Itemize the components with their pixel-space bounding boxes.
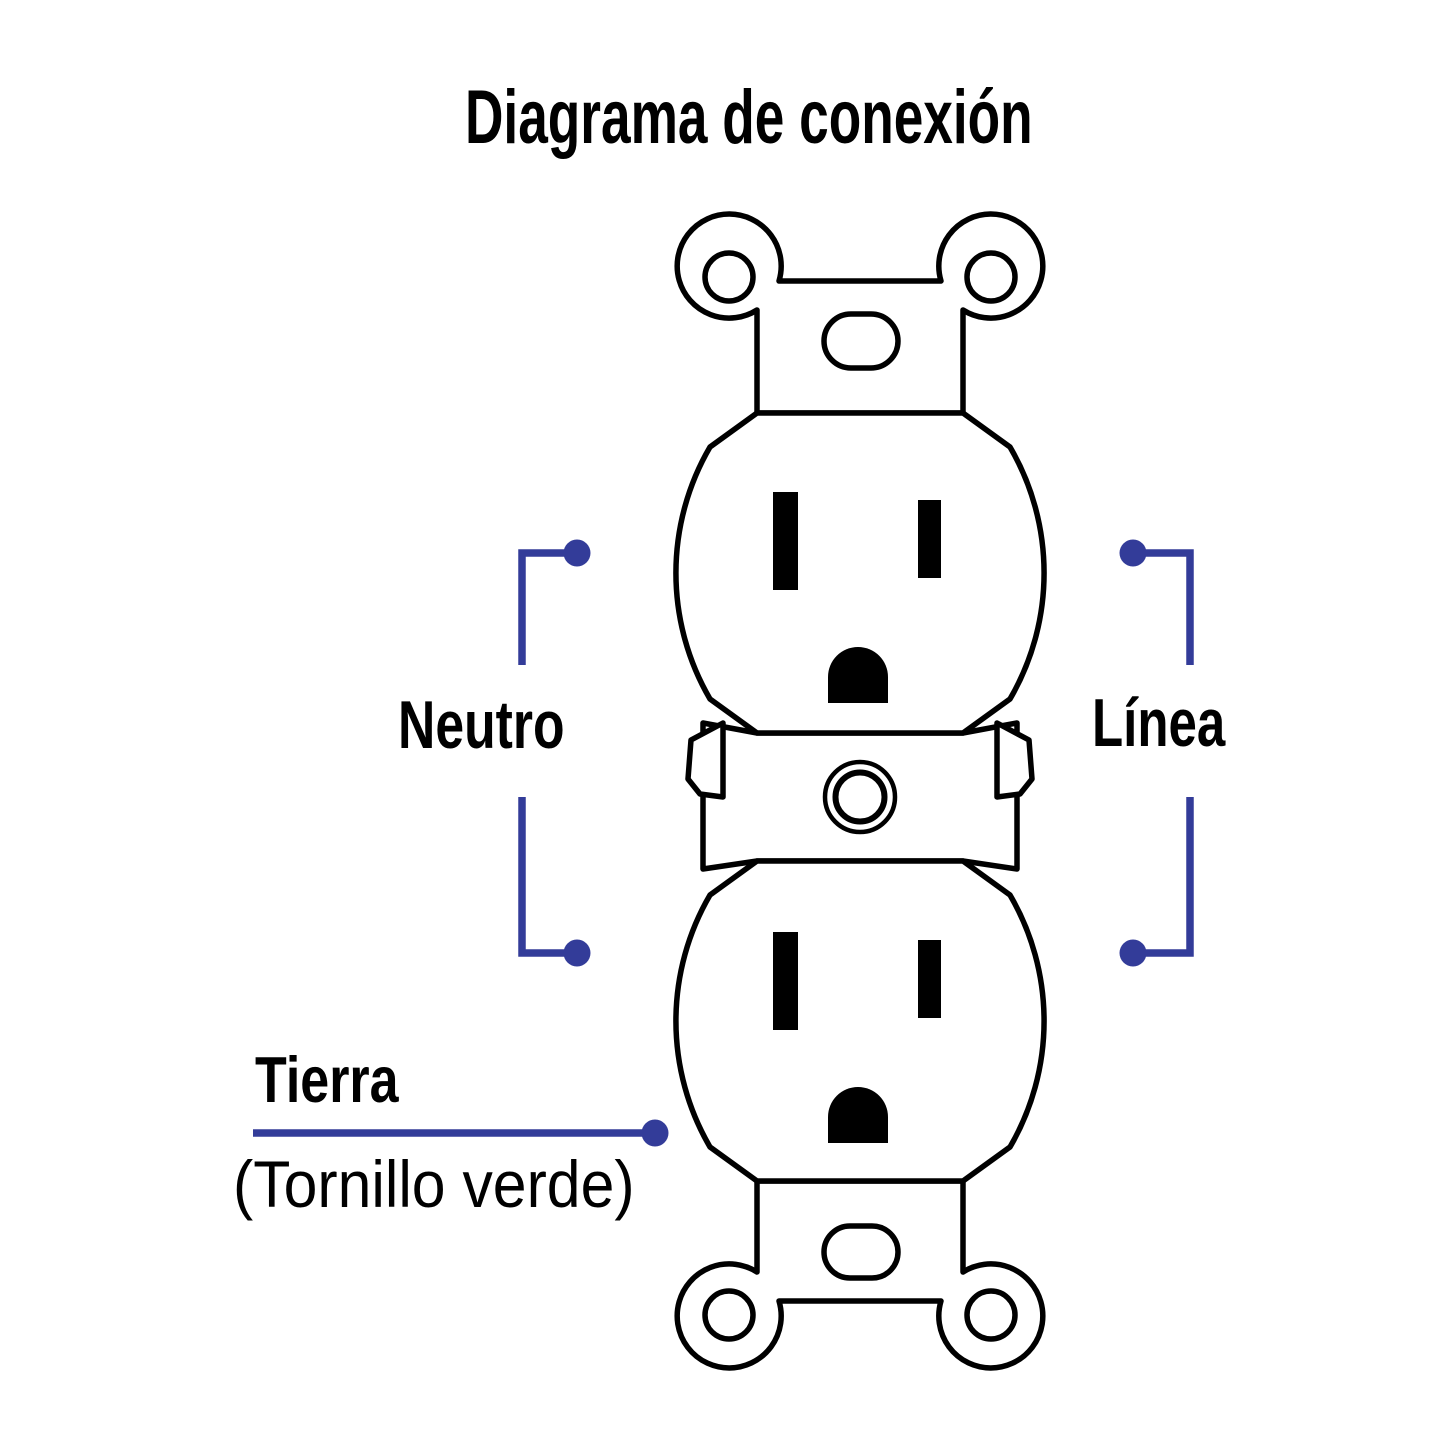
ground-note-label: (Tornillo verde) bbox=[233, 1147, 635, 1221]
page-title: Diagrama de conexión bbox=[465, 75, 1033, 160]
neutral-label: Neutro bbox=[398, 687, 565, 763]
ground-hole-top bbox=[828, 647, 888, 703]
break-off-tab-left bbox=[685, 720, 726, 800]
line-dot-bottom bbox=[1119, 939, 1147, 967]
line-slot-bottom bbox=[918, 940, 941, 1018]
neutral-slot-top bbox=[773, 492, 798, 590]
mounting-hole-bottom-left bbox=[702, 1288, 756, 1342]
break-off-tab-right bbox=[994, 720, 1035, 800]
ground-hole-bottom bbox=[828, 1087, 888, 1143]
line-bracket-line bbox=[1133, 549, 1194, 957]
neutral-dot-bottom bbox=[563, 939, 591, 967]
mounting-hole-top-left bbox=[702, 250, 756, 304]
top-receptacle-face bbox=[673, 410, 1047, 736]
center-screw-inner bbox=[832, 769, 888, 825]
neutral-slot-bottom bbox=[773, 932, 798, 1030]
line-dot-top bbox=[1119, 539, 1147, 567]
ground-label: Tierra bbox=[255, 1043, 399, 1116]
callout-connectors bbox=[253, 539, 1194, 1147]
receptacle-line-art bbox=[673, 211, 1047, 1371]
bottom-receptacle-face bbox=[673, 858, 1047, 1184]
ground-dot bbox=[641, 1119, 669, 1147]
strap-slot-bottom bbox=[821, 1223, 901, 1281]
line-slot-top bbox=[918, 500, 941, 578]
neutral-dot-top bbox=[563, 539, 591, 567]
mounting-hole-top-right bbox=[964, 250, 1018, 304]
mounting-hole-bottom-right bbox=[964, 1288, 1018, 1342]
line-label: Línea bbox=[1092, 685, 1226, 761]
neutral-bracket-line bbox=[518, 549, 577, 957]
strap-slot-top bbox=[821, 311, 901, 371]
